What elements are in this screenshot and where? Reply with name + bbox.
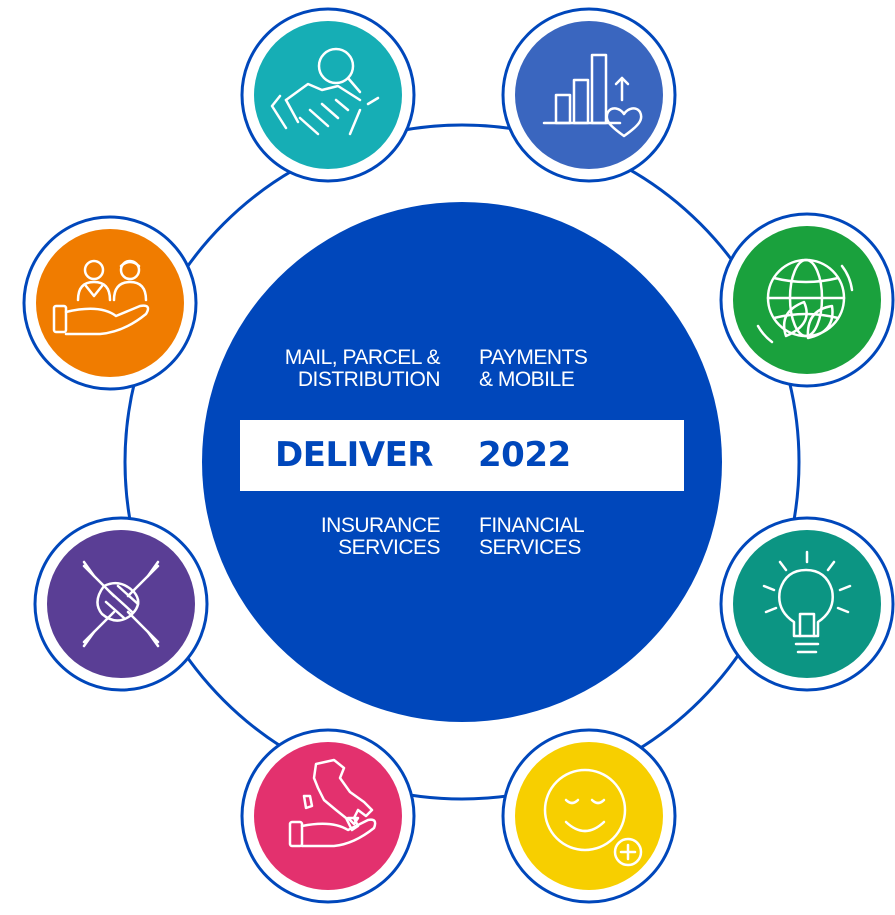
satellite-fill (47, 530, 195, 678)
quadrant-line: INSURANCE (320, 514, 441, 537)
satellite-fill (515, 742, 663, 890)
satellite-fill (36, 229, 184, 377)
satellite-fill (733, 530, 881, 678)
satellite-fill (733, 226, 881, 374)
handshake-search-icon (270, 47, 380, 136)
satellite-chart-heart (501, 7, 677, 183)
satellite-lightbulb (719, 516, 895, 692)
globe-leaf-icon (756, 258, 854, 344)
satellite-hands-together (33, 516, 209, 692)
outer-ring (123, 123, 801, 801)
satellite-smiley-plus (501, 728, 677, 904)
banner-year: 2022 (478, 435, 571, 475)
lightbulb-icon (762, 550, 852, 654)
smiley-plus-icon (543, 768, 643, 867)
chart-heart-icon (542, 53, 643, 138)
quadrant-mail-parcel-distribution: MAIL, PARCEL & DISTRIBUTION (218, 346, 441, 391)
satellite-fill (254, 742, 402, 890)
deliver-banner: DELIVER 2022 (240, 420, 684, 491)
quadrant-line: & MOBILE (479, 368, 575, 391)
quadrant-line: PAYMENTS (479, 346, 588, 369)
satellite-globe-leaf (719, 212, 895, 388)
satellite-italy-hand (240, 728, 416, 904)
quadrant-line: MAIL, PARCEL & (284, 346, 441, 369)
quadrant-financial-services: FINANCIAL SERVICES (479, 515, 679, 559)
banner-deliver: DELIVER (275, 435, 433, 475)
quadrant-insurance-services: INSURANCE SERVICES (218, 514, 441, 559)
satellite-fill (254, 21, 402, 169)
quadrant-line: FINANCIAL (479, 514, 585, 537)
italy-hand-icon (288, 758, 377, 848)
satellite-handshake-search (240, 7, 416, 183)
quadrant-line: DISTRIBUTION (297, 368, 441, 391)
satellite-people-hand (22, 215, 198, 391)
quadrant-line: SERVICES (338, 536, 440, 559)
quadrant-line: SERVICES (479, 536, 581, 559)
people-hand-icon (52, 259, 150, 336)
quadrant-payments-mobile: PAYMENTS & MOBILE (479, 347, 679, 391)
hands-together-icon (82, 560, 160, 648)
